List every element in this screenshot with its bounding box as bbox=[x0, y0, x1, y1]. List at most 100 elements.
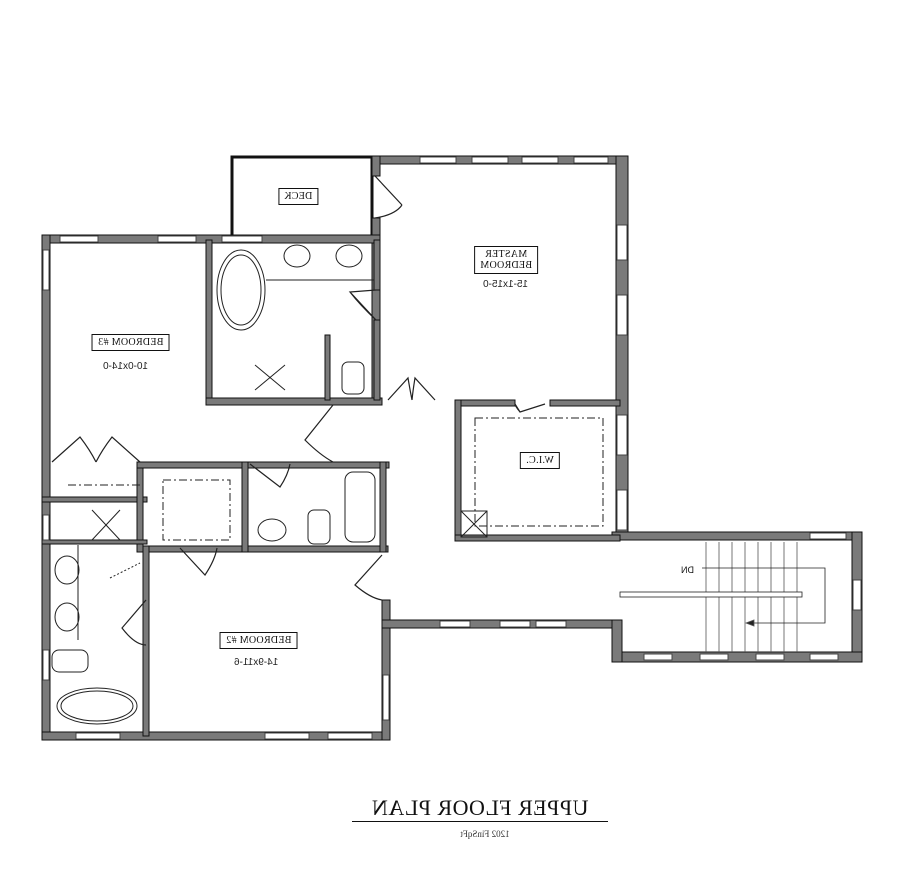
stair-railing bbox=[619, 591, 803, 598]
bathtub-inner bbox=[220, 254, 262, 326]
bedroom2-label: BEDROOM #2 bbox=[220, 632, 298, 649]
wic-shelving bbox=[474, 417, 604, 527]
closet-shelving bbox=[162, 479, 231, 541]
window bbox=[382, 674, 390, 721]
window bbox=[616, 224, 628, 261]
window bbox=[471, 156, 509, 164]
window bbox=[75, 732, 121, 740]
stairs-down-label: DN bbox=[681, 565, 694, 575]
fixtures bbox=[51, 244, 604, 725]
wic-door bbox=[514, 403, 546, 413]
window bbox=[327, 732, 373, 740]
hall-bath-bottom-wall bbox=[142, 545, 389, 553]
bathtub-icon bbox=[216, 249, 266, 331]
doors bbox=[51, 175, 546, 646]
windows bbox=[42, 156, 862, 740]
chase-x bbox=[460, 510, 488, 538]
bathtub-inner bbox=[60, 690, 134, 722]
wic-label-text: W.I.C. bbox=[526, 455, 554, 466]
bedroom3-label: BEDROOM #3 bbox=[92, 334, 170, 351]
window bbox=[616, 294, 628, 336]
wic-left-wall bbox=[454, 399, 462, 541]
window bbox=[573, 156, 609, 164]
master-left-wall-top bbox=[371, 155, 381, 177]
bedroom3-dimensions: 10-0x14-0 bbox=[103, 361, 149, 372]
toilet-icon bbox=[51, 649, 89, 673]
bath-bottom-wall bbox=[205, 397, 383, 406]
bath2-top-wall bbox=[41, 539, 148, 545]
master-bedroom-dimensions: 15-1x15-0 bbox=[483, 279, 529, 290]
closet2-right-wall bbox=[241, 461, 249, 553]
wic-label: W.I.C. bbox=[520, 452, 560, 469]
window bbox=[699, 653, 729, 661]
master-label-line1: MASTER bbox=[484, 249, 528, 260]
deck-door bbox=[374, 175, 403, 219]
sink-icon bbox=[335, 244, 363, 268]
bedroom3-closet-door bbox=[51, 436, 141, 463]
bedroom2-door bbox=[354, 554, 383, 601]
master-bedroom-label: MASTER BEDROOM bbox=[474, 246, 539, 274]
sink-icon bbox=[283, 244, 311, 268]
plan-square-footage: 1202 FinSqFt bbox=[460, 829, 510, 839]
window bbox=[59, 235, 99, 243]
bath2-door bbox=[121, 599, 147, 646]
plan-title: UPPER FLOOR PLAN bbox=[352, 795, 608, 822]
window bbox=[419, 156, 457, 164]
bath2-right-wall bbox=[142, 545, 150, 737]
window bbox=[42, 249, 50, 291]
toilet-icon bbox=[341, 361, 365, 395]
deck-label: DECK bbox=[278, 188, 319, 205]
wic-top-wall-right bbox=[549, 399, 621, 407]
toilet-icon bbox=[307, 509, 331, 545]
window bbox=[755, 653, 785, 661]
deck-label-text: DECK bbox=[284, 191, 313, 202]
window bbox=[616, 489, 628, 531]
window bbox=[42, 514, 50, 541]
bedroom2-right-wall bbox=[381, 599, 391, 741]
chase-box bbox=[460, 510, 488, 538]
window bbox=[264, 732, 310, 740]
closet-divider-wall bbox=[136, 461, 144, 553]
hall-bath-top-wall bbox=[136, 461, 390, 469]
shower-drain-x bbox=[254, 364, 286, 391]
stair-left-wall bbox=[611, 619, 623, 663]
shower-drain-x bbox=[91, 509, 121, 541]
master-label-line2: BEDROOM bbox=[480, 260, 533, 271]
window bbox=[521, 156, 559, 164]
window bbox=[809, 653, 839, 661]
hall-bath-door bbox=[249, 463, 291, 488]
bath-left-wall bbox=[205, 239, 213, 406]
window bbox=[157, 235, 197, 243]
staircase bbox=[619, 542, 826, 652]
bathtub-icon bbox=[344, 471, 376, 543]
hall-bath-right-wall bbox=[379, 461, 387, 553]
window bbox=[852, 579, 862, 611]
bedroom3-closet-wall bbox=[41, 496, 148, 503]
wic-bottom-wall bbox=[454, 534, 621, 542]
bedroom2-label-text: BEDROOM #2 bbox=[226, 635, 292, 646]
shower-wall bbox=[324, 334, 331, 401]
bedroom2-closet-door bbox=[179, 547, 218, 576]
bedroom2-dimensions: 14-9x11-6 bbox=[234, 657, 279, 668]
bath-door bbox=[304, 404, 334, 463]
bathtub-icon bbox=[56, 687, 138, 725]
window bbox=[42, 649, 50, 681]
bath-right-wall-top bbox=[373, 239, 381, 291]
master-double-door bbox=[387, 376, 436, 401]
master-right-wall bbox=[615, 155, 629, 537]
window bbox=[439, 620, 471, 628]
bath-right-wall-bottom bbox=[373, 319, 381, 401]
window bbox=[643, 653, 673, 661]
window bbox=[499, 620, 531, 628]
sink-icon bbox=[54, 602, 80, 632]
bedroom3-label-text: BEDROOM #3 bbox=[98, 337, 164, 348]
window bbox=[535, 620, 567, 628]
wic-top-wall-left bbox=[454, 399, 516, 407]
sink-icon bbox=[257, 518, 287, 542]
walls bbox=[41, 155, 863, 741]
shower-glass bbox=[109, 562, 141, 579]
window bbox=[616, 414, 628, 456]
master-bath-door bbox=[348, 289, 377, 321]
sink-icon bbox=[54, 555, 80, 585]
